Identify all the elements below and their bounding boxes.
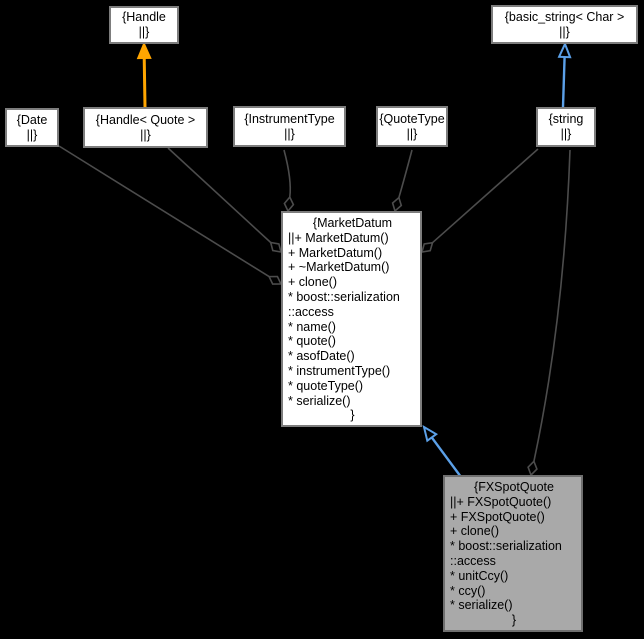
node-line: * quoteType() [288, 378, 364, 393]
aggregation-diamond-marker [391, 196, 403, 213]
edge-date-marketdatum [58, 145, 270, 278]
aggregation-diamond-marker [420, 241, 434, 253]
node-line: * boost::serialization [450, 539, 562, 554]
edge-string-basicstring [561, 56, 566, 108]
node-line: ||} [138, 25, 150, 39]
node-line: ||+ FXSpotQuote() [450, 494, 552, 509]
node-line: * name() [288, 319, 336, 334]
aggregation-diamond-marker [527, 459, 538, 477]
node-line: ||} [560, 127, 572, 141]
node-line: * boost::serialization [288, 289, 400, 304]
class-node-instrument-type[interactable]: {InstrumentType||} [233, 106, 346, 147]
node-line: {Date [16, 112, 48, 127]
class-node-marketdatum[interactable]: {MarketDatum||+ MarketDatum()+ MarketDat… [281, 211, 422, 427]
node-line: ||+ MarketDatum() [288, 230, 389, 245]
node-line: {string [548, 112, 584, 126]
node-line: * ccy() [450, 583, 486, 598]
aggregation-diamond-marker [269, 241, 283, 253]
node-line: {InstrumentType [244, 111, 335, 126]
node-line: * asofDate() [288, 349, 355, 364]
node-line: * serialize() [450, 598, 513, 613]
node-line: + clone() [450, 524, 499, 539]
edge-handlequote-handle [142, 57, 147, 108]
node-line: ::access [288, 304, 334, 319]
class-node-string[interactable]: {string||} [536, 107, 596, 147]
node-line: * quote() [288, 334, 336, 349]
class-node-basic-string[interactable]: {basic_string< Char >||} [491, 5, 638, 44]
node-line: {MarketDatum [312, 216, 393, 230]
node-line: * unitCcy() [450, 568, 509, 583]
edge-string-marketdatum [431, 148, 539, 244]
edge-string-fxspotquote [533, 149, 571, 462]
node-line: * serialize() [288, 393, 351, 408]
edge-instrumenttype-marketdatum [283, 149, 292, 198]
edge-fxspotquote-marketdatum [430, 436, 462, 478]
node-line: {QuoteType [379, 111, 445, 126]
class-node-date[interactable]: {Date||} [5, 108, 59, 147]
node-line: + FXSpotQuote() [450, 509, 545, 524]
node-line: ||} [559, 24, 570, 39]
class-node-handle[interactable]: {Handle||} [109, 6, 179, 44]
node-line: ||} [140, 127, 151, 142]
class-node-fxspotquote: {FXSpotQuote||+ FXSpotQuote()+ FXSpotQuo… [443, 475, 583, 632]
node-line: {Handle [122, 10, 166, 24]
node-line: * instrumentType() [288, 363, 391, 378]
node-line: + clone() [288, 275, 337, 290]
class-node-quote-type[interactable]: {QuoteType||} [376, 106, 448, 147]
node-line: ||} [284, 126, 295, 141]
inheritance-arrowhead [557, 41, 572, 59]
node-line: + ~MarketDatum() [288, 260, 390, 275]
edge-quotetype-marketdatum [398, 149, 413, 198]
node-line: ||} [406, 126, 418, 141]
inheritance-arrowhead [422, 424, 439, 443]
node-line: } [350, 408, 355, 423]
edge-handlequote-marketdatum [167, 147, 272, 244]
node-line: } [511, 613, 517, 628]
node-line: {FXSpotQuote [474, 480, 554, 494]
node-line: {basic_string< Char > [504, 9, 625, 24]
class-node-handle-quote[interactable]: {Handle< Quote >||} [83, 107, 208, 148]
aggregation-diamond-marker [283, 195, 295, 213]
node-line: ||} [26, 127, 38, 142]
node-line: + MarketDatum() [288, 245, 383, 260]
node-line: ::access [450, 553, 496, 568]
template-arrowhead [136, 41, 152, 60]
aggregation-diamond-marker [267, 275, 283, 285]
node-line: {Handle< Quote > [95, 112, 196, 127]
